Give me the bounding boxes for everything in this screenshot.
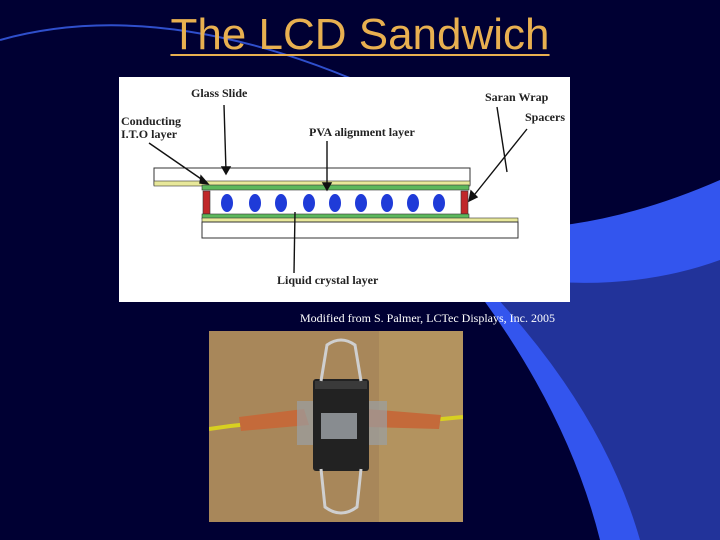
binder-clip-handle-bottom [319,468,363,515]
bottom-glass-slide [201,221,519,239]
glass-slide-arrowhead [220,166,232,176]
binder-clip-handle-top [319,338,363,382]
lc-molecule [221,194,233,212]
liquid-crystal-pointer [293,211,296,274]
label-conducting-ito: Conducting I.T.O layer [121,114,182,141]
ito-arrowhead [199,174,210,185]
pva-arrowhead [321,182,333,192]
pointer-lines [148,104,528,274]
left-spacer [202,190,211,215]
liquid-crystal-molecules [221,194,445,212]
label-spacers: Spacers [525,110,565,124]
lc-molecule [433,194,445,212]
copper-tape-icon [239,409,309,431]
label-saran-wrap: Saran Wrap [485,90,549,104]
slide-title: The LCD Sandwich [170,10,550,59]
lc-molecule [381,194,393,212]
lc-molecule [249,194,261,212]
lcd-sandwich-diagram: Glass Slide Conducting I.T.O layer PVA a… [119,77,570,302]
spacers-pointer [470,128,528,200]
lc-molecule [355,194,367,212]
label-glass-slide: Glass Slide [191,86,248,100]
lc-molecule [303,194,315,212]
diagram-graphics [148,104,528,274]
figure-caption: Modified from S. Palmer, LCTec Displays,… [300,311,555,325]
right-spacer [460,190,469,215]
saran-pointer [496,106,508,173]
label-pva-alignment: PVA alignment layer [309,125,415,139]
glass-slide-pointer [223,104,227,172]
lcd-photo [209,331,463,522]
lc-molecule [275,194,287,212]
label-liquid-crystal: Liquid crystal layer [277,273,379,287]
spacers-arrowhead [468,189,479,203]
liquid-crystal-window [321,413,357,439]
clip-highlight [315,381,367,389]
ito-pointer [148,142,208,184]
dark-swoosh-shape [470,260,720,540]
lc-molecule [407,194,419,212]
top-pva-layer [201,184,470,191]
photo-graphics [209,331,463,522]
lc-molecule [329,194,341,212]
